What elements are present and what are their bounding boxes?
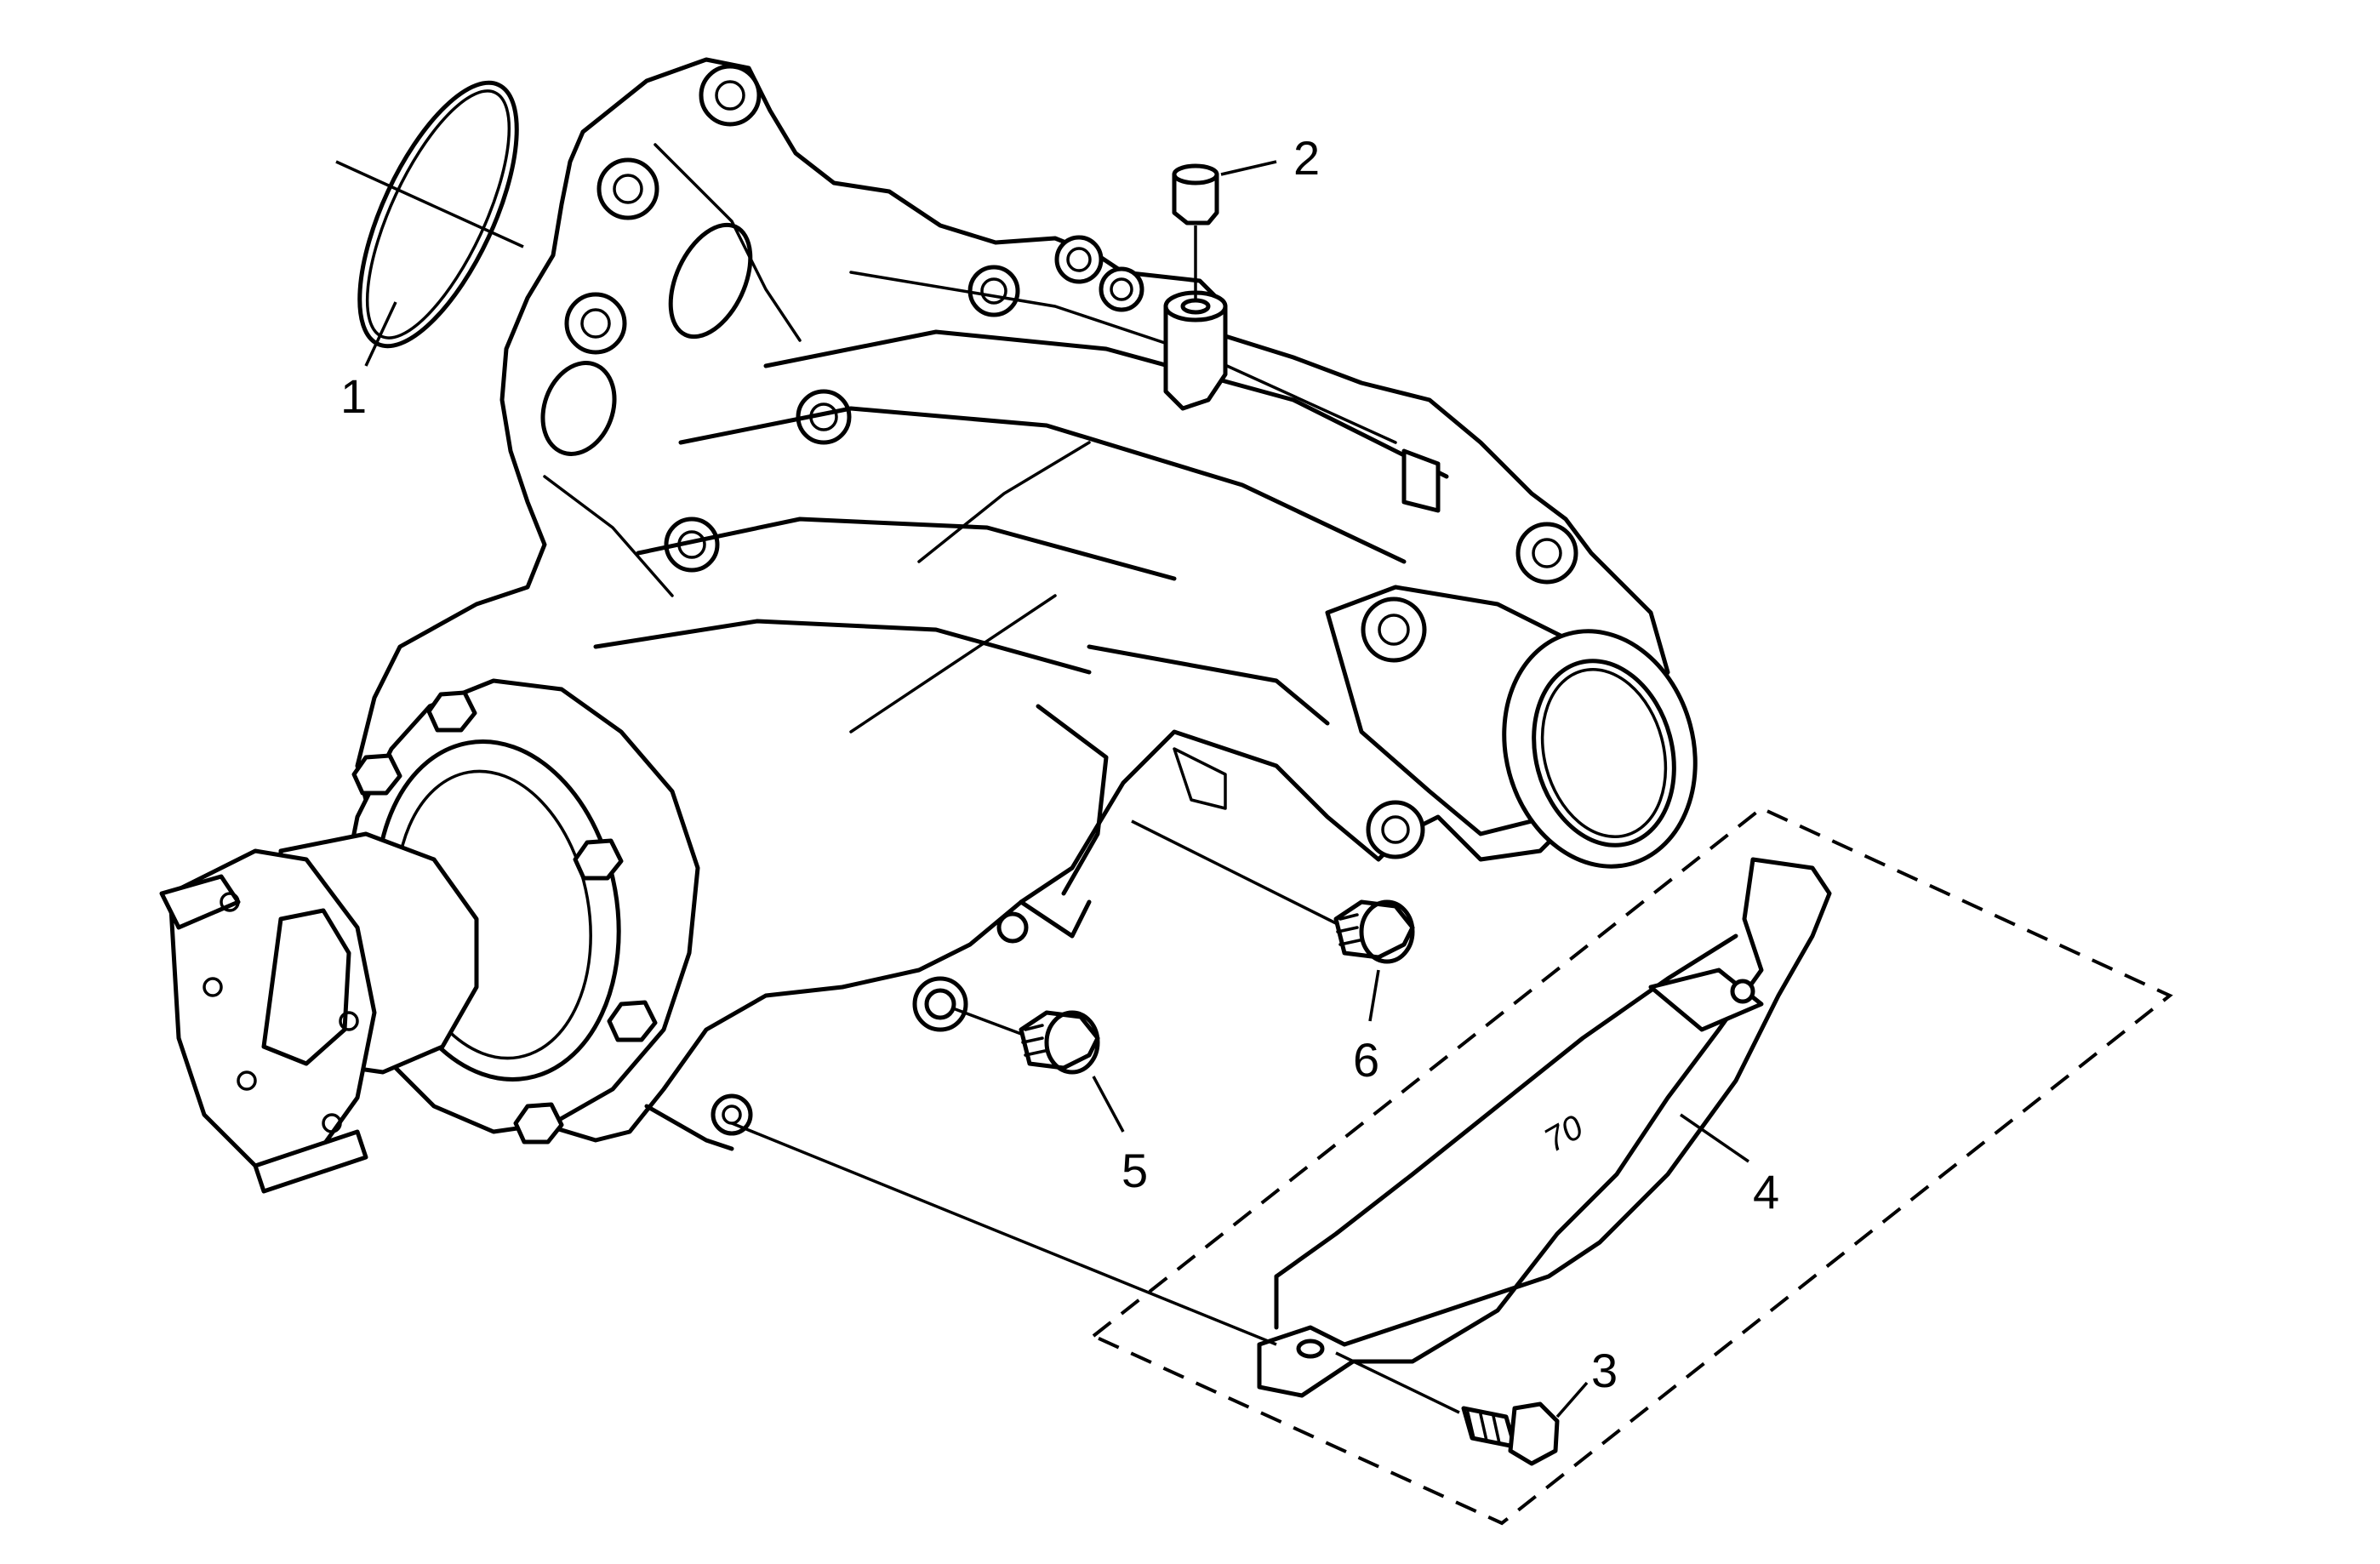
callout-1: 1 xyxy=(340,369,367,423)
detail-boundary xyxy=(1090,806,2173,1526)
callout-3: 3 xyxy=(1591,1344,1618,1397)
flange-bolt xyxy=(513,1102,564,1144)
vent-cap xyxy=(1172,160,1277,302)
callout-4: 4 xyxy=(1753,1165,1779,1219)
callout-2: 2 xyxy=(1293,131,1320,185)
callout-6: 6 xyxy=(1353,1033,1379,1087)
o-ring xyxy=(335,80,524,349)
bracket-bolt xyxy=(731,1122,1589,1466)
callout-5: 5 xyxy=(1122,1144,1148,1197)
flange-bolt xyxy=(573,838,624,881)
bracket-part-marking: 70 xyxy=(1538,1108,1590,1159)
flange-bolt xyxy=(607,1000,658,1042)
leader-line-1 xyxy=(364,301,397,367)
flange-bolt xyxy=(351,753,402,796)
flange-bolt xyxy=(426,690,477,733)
drain-plug xyxy=(952,1007,1125,1133)
fill-plug xyxy=(1131,819,1415,1022)
left-output-flange xyxy=(159,678,700,1194)
